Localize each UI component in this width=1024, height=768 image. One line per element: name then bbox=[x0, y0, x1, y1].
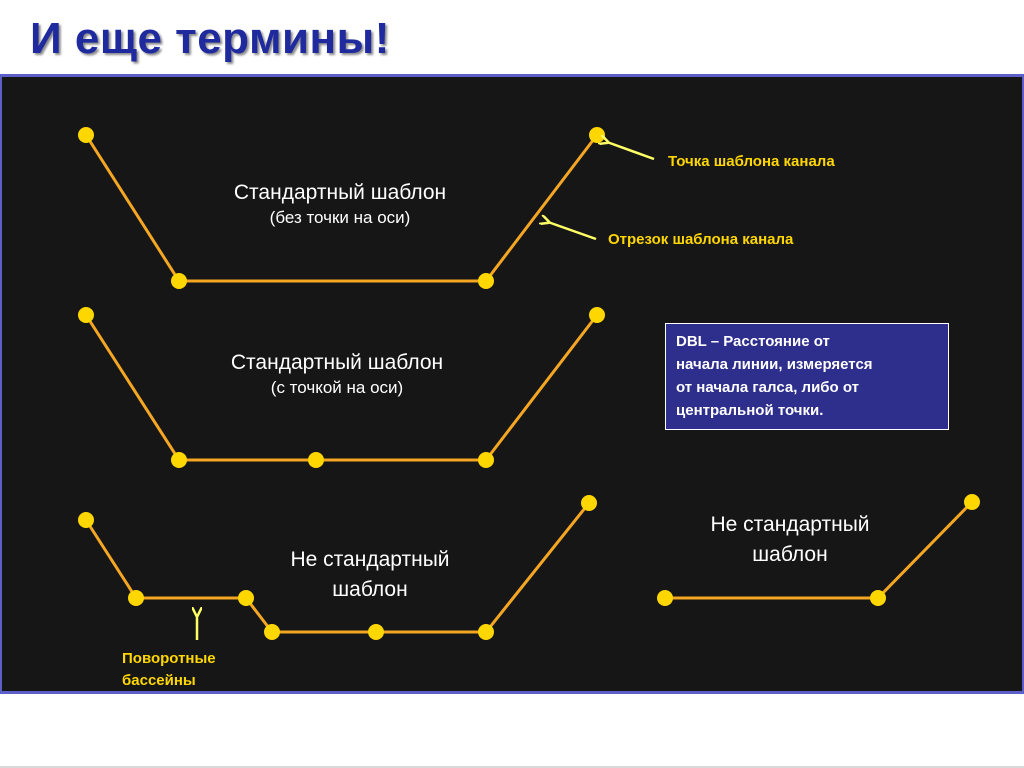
template-3-point bbox=[128, 590, 144, 606]
dbl-info-line: от начала галса, либо от bbox=[676, 379, 860, 396]
point-callout-arrow bbox=[607, 142, 655, 161]
template-1-point bbox=[478, 273, 494, 289]
footer-divider bbox=[0, 766, 1024, 768]
template-3-point bbox=[264, 624, 280, 640]
template-2-point bbox=[308, 452, 324, 468]
template-2-point bbox=[478, 452, 494, 468]
template-1-label: Стандартный шаблон bbox=[233, 181, 447, 204]
template-4-point bbox=[657, 590, 673, 606]
template-1-point bbox=[589, 127, 605, 143]
nonstandard-2-label-line1: Не стандартный bbox=[710, 513, 870, 536]
nonstandard-1-label-line1: Не стандартный bbox=[290, 548, 450, 571]
template-standard-no-axis-point bbox=[78, 127, 605, 289]
point-callout-text: Точка шаблона канала bbox=[668, 153, 835, 170]
template-2-point bbox=[78, 307, 94, 323]
template-3-point bbox=[78, 512, 94, 528]
slide-title: И еще термины! bbox=[30, 14, 390, 63]
turning-basins-text-line2: бассейны bbox=[122, 672, 196, 689]
template-1-point bbox=[171, 273, 187, 289]
template-3-point bbox=[238, 590, 254, 606]
dbl-info-line: DBL – Расстояние от bbox=[676, 333, 830, 350]
dbl-info-box: DBL – Расстояние от начала линии, измеря… bbox=[665, 323, 949, 430]
template-1-sublabel: (без точки на оси) bbox=[269, 208, 411, 227]
template-2-label: Стандартный шаблон bbox=[230, 351, 444, 374]
segment-callout-text: Отрезок шаблона канала bbox=[608, 231, 794, 248]
template-3-point bbox=[581, 495, 597, 511]
nonstandard-1-label-line2: шаблон bbox=[332, 578, 408, 601]
nonstandard-2-label-line2: шаблон bbox=[752, 543, 828, 566]
turning-basins-text-line1: Поворотные bbox=[122, 650, 216, 667]
template-standard-axis-point bbox=[78, 307, 605, 468]
template-4-point bbox=[964, 494, 980, 510]
template-2-point bbox=[589, 307, 605, 323]
template-3-point bbox=[478, 624, 494, 640]
segment-callout-arrow bbox=[548, 222, 597, 241]
template-4-point bbox=[870, 590, 886, 606]
template-2-sublabel: (с точкой на оси) bbox=[270, 378, 404, 397]
template-1-segments bbox=[84, 134, 599, 283]
template-2-point bbox=[171, 452, 187, 468]
template-nonstandard-stepped bbox=[78, 495, 597, 640]
dbl-info-line: центральной точки. bbox=[676, 402, 824, 419]
template-nonstandard-half bbox=[657, 494, 980, 606]
template-1-point bbox=[78, 127, 94, 143]
template-3-point bbox=[368, 624, 384, 640]
dbl-info-line: начала линии, измеряется bbox=[676, 356, 873, 373]
